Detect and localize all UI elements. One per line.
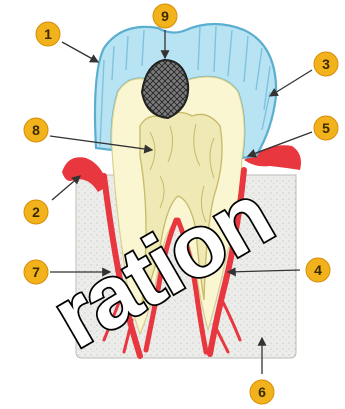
callout-8: 8 xyxy=(24,118,48,142)
callout-5: 5 xyxy=(314,116,338,140)
callout-3-label: 3 xyxy=(322,56,330,72)
callout-1: 1 xyxy=(36,22,60,46)
callout-6: 6 xyxy=(250,380,274,404)
callout-8-label: 8 xyxy=(32,122,40,138)
callout-5-label: 5 xyxy=(322,120,330,136)
callout-4-label: 4 xyxy=(314,262,322,278)
callout-9-label: 9 xyxy=(161,8,169,24)
callout-4: 4 xyxy=(306,258,330,282)
callout-2: 2 xyxy=(24,200,48,224)
callout-7-label: 7 xyxy=(32,264,40,280)
callout-3: 3 xyxy=(314,52,338,76)
callout-1-label: 1 xyxy=(44,26,52,42)
callout-6-label: 6 xyxy=(258,384,266,400)
callout-9: 9 xyxy=(153,4,177,28)
callout-2-label: 2 xyxy=(32,204,40,220)
